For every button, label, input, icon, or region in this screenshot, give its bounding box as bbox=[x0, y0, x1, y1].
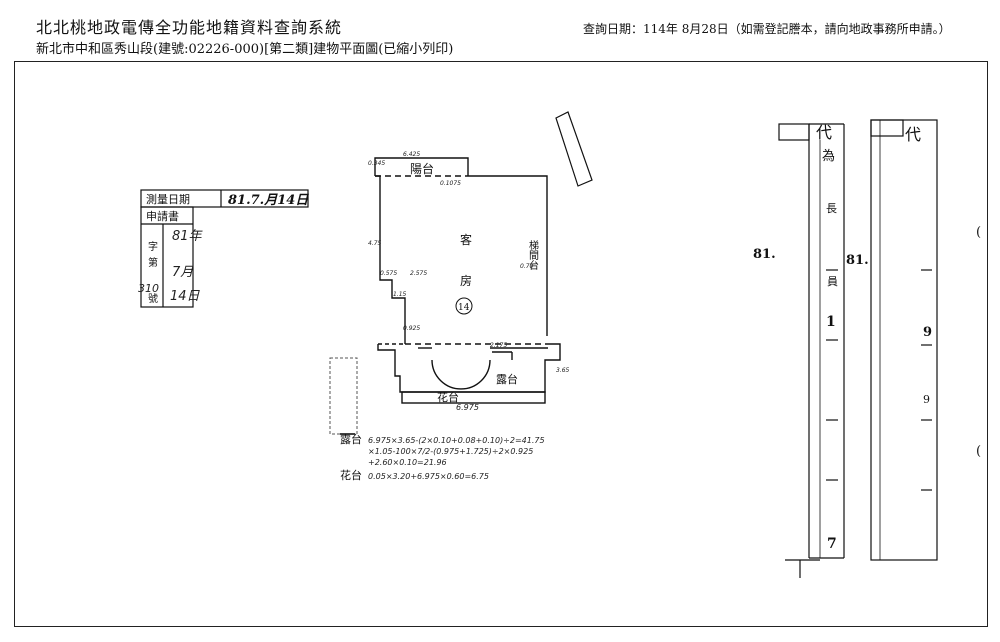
svg-text:0.1075: 0.1075 bbox=[440, 180, 461, 187]
num-9-a: 9 bbox=[923, 325, 932, 340]
label-room-2: 房 bbox=[460, 273, 472, 288]
svg-text:0.70: 0.70 bbox=[520, 263, 534, 270]
svg-text:×1.05-100×7/2-(0.975+1.725)÷2×: ×1.05-100×7/2-(0.975+1.725)÷2×0.925 bbox=[368, 447, 533, 456]
svg-text:2.575: 2.575 bbox=[410, 270, 427, 277]
svg-text:花台: 花台 bbox=[340, 468, 362, 482]
drawing-frame bbox=[14, 61, 988, 627]
survey-date-label: 測量日期 bbox=[146, 192, 190, 206]
survey-stamp bbox=[140, 189, 309, 308]
field-di: 第 bbox=[148, 256, 158, 269]
field-hao: 號 bbox=[148, 292, 158, 305]
svg-text:露台: 露台 bbox=[340, 432, 362, 446]
num-81-b: 81. bbox=[846, 253, 869, 268]
svg-text:2.175: 2.175 bbox=[490, 342, 507, 349]
stamp-number: 310 bbox=[138, 282, 159, 295]
dim-bottom: 6.975 bbox=[456, 403, 479, 412]
annex-dashed-box bbox=[329, 357, 358, 435]
area-calculations: 露台 6.975×3.65-(2×0.10+0.08+0.10)÷2=41.75… bbox=[340, 432, 545, 482]
strip-a bbox=[778, 123, 845, 578]
svg-text:0.05×3.20+6.975×0.60=6.75: 0.05×3.20+6.975×0.60=6.75 bbox=[368, 472, 489, 481]
header-subtitle: 新北市中和區秀山段(建號:02226-000)[第二類]建物平面圖(已縮小列印) bbox=[36, 42, 454, 57]
svg-text:0.575: 0.575 bbox=[380, 270, 397, 277]
svg-text:+2.60×0.10=21.96: +2.60×0.10=21.96 bbox=[368, 458, 447, 467]
header-title: 北北桃地政電傳全功能地籍資料查詢系統 bbox=[36, 18, 343, 37]
svg-text:6.425: 6.425 bbox=[403, 151, 420, 158]
paper-fragment bbox=[555, 111, 593, 187]
application-label: 申請書 bbox=[146, 209, 179, 223]
svg-text:4.75: 4.75 bbox=[368, 240, 382, 247]
strip-b bbox=[870, 119, 938, 561]
paren-mark-1: ( bbox=[976, 225, 981, 240]
label-terrace: 露台 bbox=[496, 372, 518, 386]
query-date: 查詢日期：114年 8月28日（如需登記謄本，請向地政事務所申請。） bbox=[583, 22, 951, 36]
label-balcony: 陽台 bbox=[410, 161, 434, 176]
num-81-a: 81. bbox=[753, 247, 776, 262]
svg-text:3.65: 3.65 bbox=[556, 367, 570, 374]
cell-yuan: 員 bbox=[827, 275, 838, 288]
svg-text:6.975×3.65-(2×0.10+0.08+0.10)÷: 6.975×3.65-(2×0.10+0.08+0.10)÷2=41.75 bbox=[368, 436, 545, 445]
num-9-b: 9 bbox=[923, 393, 930, 406]
label-flower: 花台 bbox=[437, 390, 459, 404]
stamp-month: 7月 bbox=[172, 265, 194, 280]
unit-circle bbox=[455, 297, 473, 315]
paren-mark-2: ( bbox=[976, 444, 981, 459]
survey-date-value: 81.7.月14日 bbox=[228, 193, 309, 208]
svg-text:1.15: 1.15 bbox=[393, 291, 407, 298]
unit-number: 14 bbox=[458, 303, 470, 313]
plan-outline bbox=[374, 157, 561, 404]
num-7: 7 bbox=[827, 536, 837, 552]
strip-a-sub: 為 bbox=[822, 148, 835, 164]
dimension-notes: 6.425 0.1075 0.345 4.75 0.575 2.575 1.15… bbox=[368, 151, 570, 374]
strip-b-head: 代 bbox=[905, 125, 921, 144]
stamp-day: 14日 bbox=[170, 289, 201, 304]
num-1: 1 bbox=[826, 314, 836, 330]
cell-chang: 長 bbox=[826, 202, 837, 215]
label-stair: 梯間台 bbox=[527, 239, 539, 271]
label-room-1: 客 bbox=[460, 232, 472, 247]
strip-a-head: 代 bbox=[816, 123, 832, 142]
svg-text:0.345: 0.345 bbox=[368, 160, 385, 167]
stamp-year: 81年 bbox=[172, 229, 204, 244]
svg-text:0.925: 0.925 bbox=[403, 325, 420, 332]
field-zi: 字 bbox=[148, 240, 158, 253]
